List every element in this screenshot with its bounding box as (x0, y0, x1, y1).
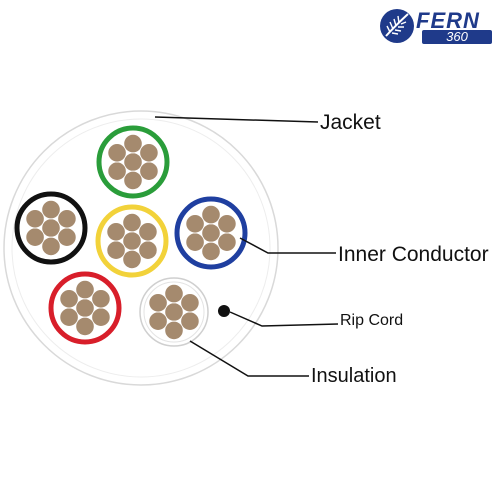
core-green-strand (107, 161, 127, 181)
core-green-strand (123, 170, 143, 190)
label-jacket: Jacket (320, 111, 381, 134)
core-yellow-strand (138, 240, 158, 260)
core-yellow-strand (122, 249, 142, 269)
core-yellow-strand (122, 231, 142, 251)
core-group (14, 125, 248, 347)
label-inner-conductor: Inner Conductor (338, 243, 489, 266)
core-white-strand (164, 302, 184, 322)
leader-line-rip-cord (229, 311, 339, 327)
core-blue-strand (217, 214, 237, 234)
core-white-inner-line (143, 281, 205, 343)
core-black-strand (25, 227, 45, 247)
core-yellow-strand (106, 240, 126, 260)
core-red-strand (59, 307, 79, 327)
core-red-strand (75, 298, 95, 318)
core-red-strand (91, 307, 111, 327)
core-red-strand (59, 289, 79, 309)
core-white-strand (180, 293, 200, 313)
core-blue-strand (201, 241, 221, 261)
core-red-strand (91, 289, 111, 309)
core-yellow-strand (106, 222, 126, 242)
core-blue-strand (217, 232, 237, 252)
core-white-strand (164, 283, 184, 304)
core-blue-strand (201, 205, 221, 225)
label-insulation: Insulation (311, 365, 397, 387)
core-red-strand (75, 279, 95, 300)
core-black-strand (41, 200, 61, 220)
leader-line-insulation (189, 340, 309, 377)
core-yellow-strand (122, 213, 142, 233)
jacket-inner-line (11, 118, 271, 378)
core-white-strand (148, 311, 168, 331)
logo-number: 360 (422, 30, 492, 44)
core-blue-strand (185, 232, 205, 252)
core-blue-strand (185, 214, 205, 234)
core-green-strand (123, 134, 143, 154)
core-white-strand (180, 311, 200, 331)
rip-cord (218, 305, 230, 317)
label-rip-cord: Rip Cord (340, 312, 404, 329)
leader-line-jacket (154, 116, 319, 123)
core-green-strand (107, 143, 127, 163)
core-green-strand (139, 143, 159, 163)
core-black-strand (41, 236, 61, 256)
core-red-strand (75, 316, 95, 336)
core-black-strand (25, 209, 45, 229)
fern-leaf-icon (380, 9, 414, 43)
core-black-strand (57, 209, 77, 229)
core-blue-strand (201, 223, 221, 243)
logo-wordmark: FERN (416, 8, 480, 33)
core-yellow-strand (138, 222, 158, 242)
core-white-strand (148, 293, 168, 313)
core-white-strand (164, 320, 184, 340)
core-green-strand (139, 161, 159, 181)
core-green-strand (123, 152, 143, 172)
brand-logo: FERN 360 (378, 6, 496, 46)
core-black-strand (57, 227, 77, 247)
core-black-strand (41, 218, 61, 238)
leader-line-inner-conductor (239, 237, 336, 254)
